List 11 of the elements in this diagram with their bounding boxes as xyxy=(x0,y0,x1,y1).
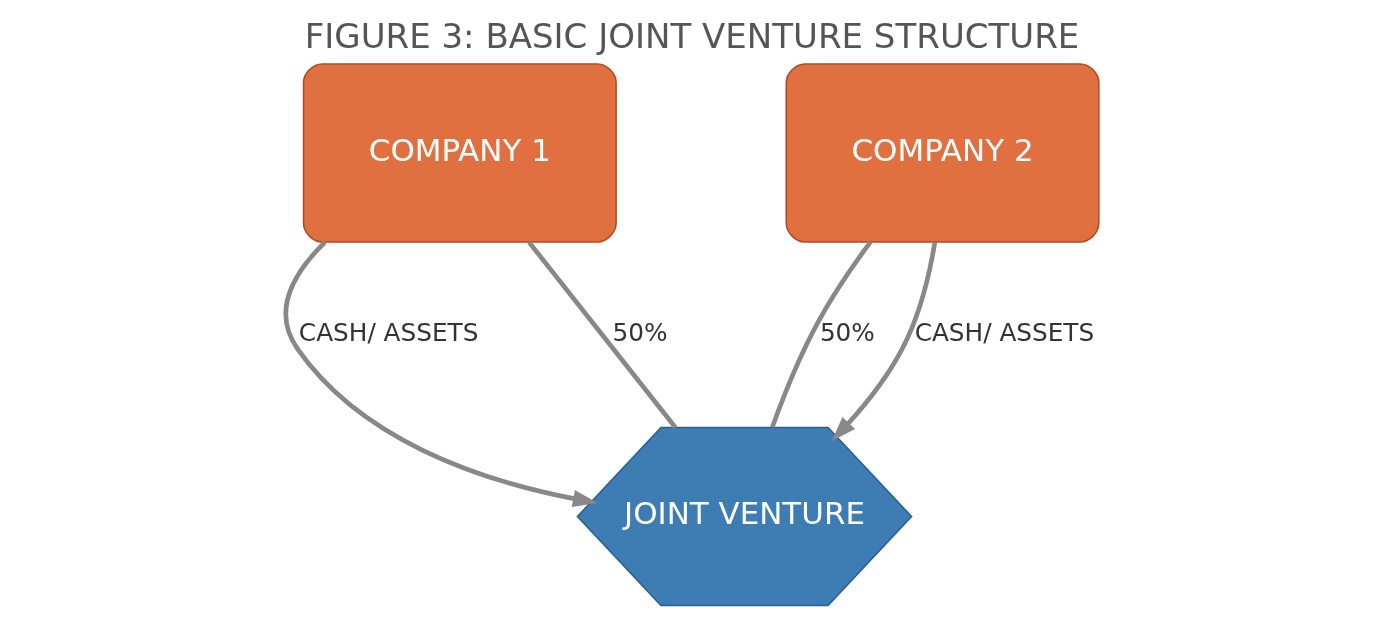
arrow xyxy=(283,240,598,508)
edge-label: CASH/ ASSETS xyxy=(914,317,1095,347)
diagram-title: FIGURE 3: BASIC JOINT VENTURE STRUCTURE xyxy=(304,15,1080,56)
edge-label: 50% xyxy=(612,317,668,347)
node-box: COMPANY 2 xyxy=(785,63,1100,243)
edge-label: 50% xyxy=(819,317,875,347)
arrow xyxy=(831,241,938,442)
node-box: COMPANY 1 xyxy=(302,63,617,243)
connector xyxy=(770,240,873,428)
connector xyxy=(527,240,678,429)
edge-label: CASH/ ASSETS xyxy=(298,317,479,347)
